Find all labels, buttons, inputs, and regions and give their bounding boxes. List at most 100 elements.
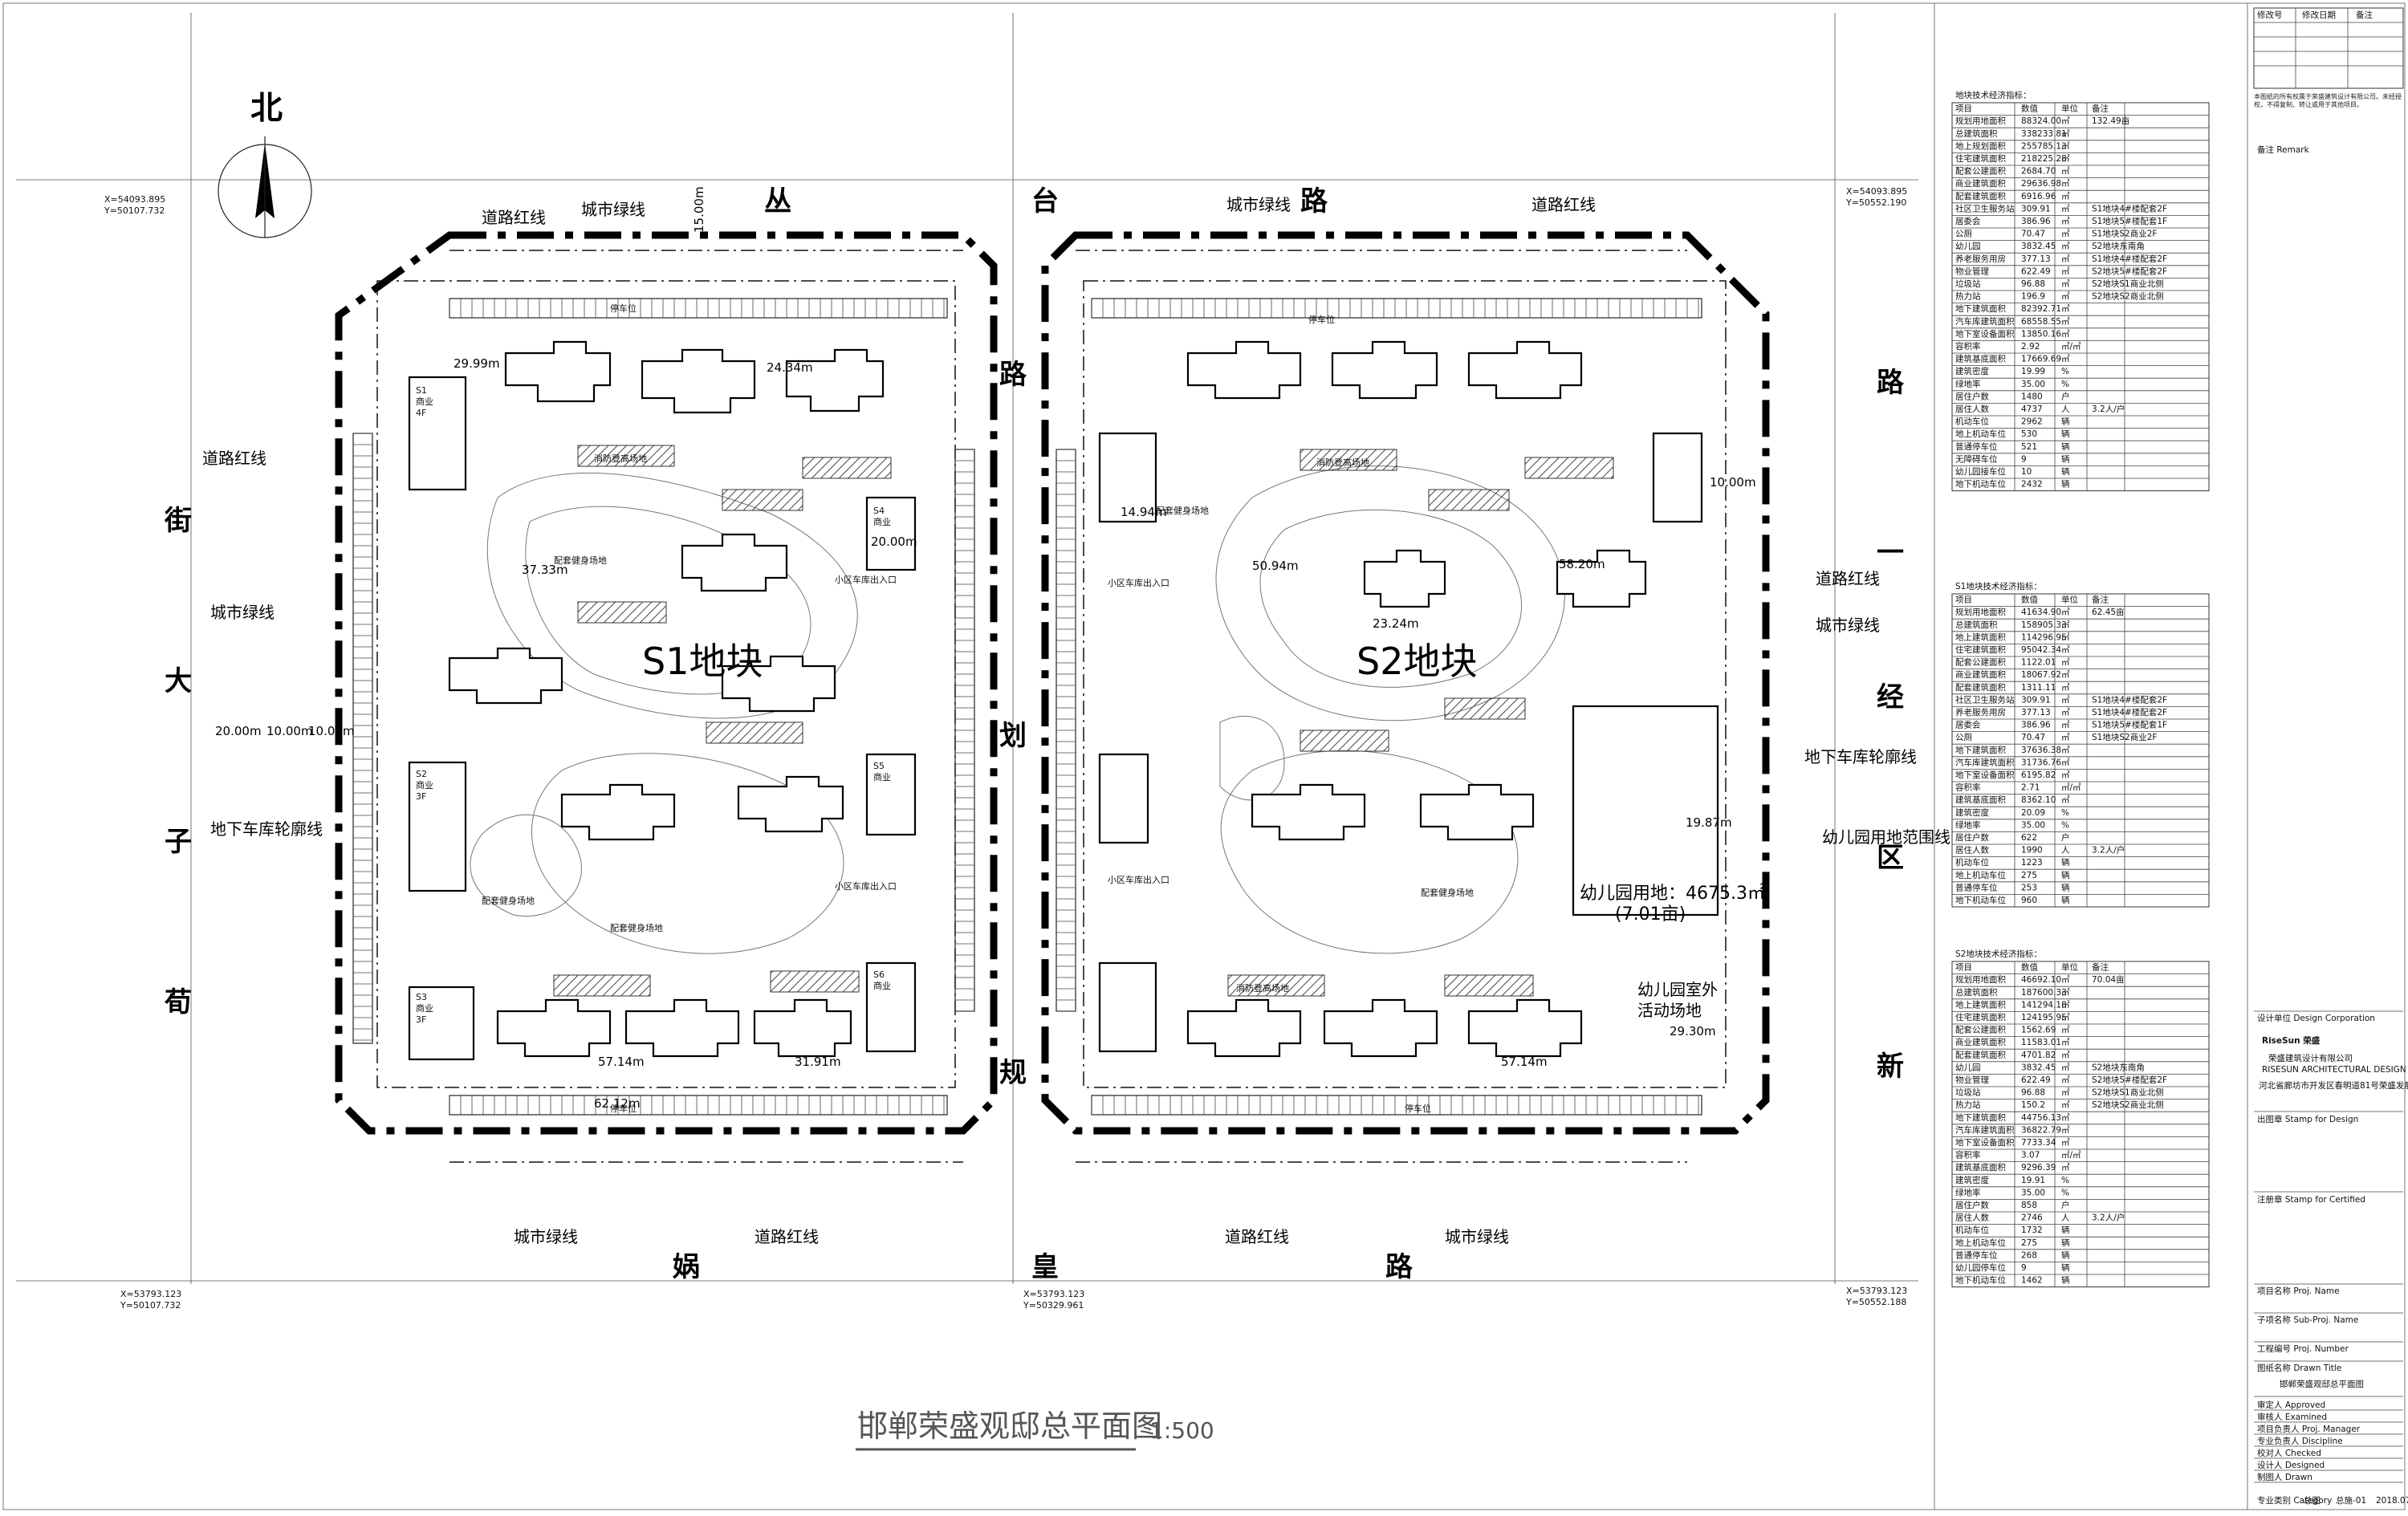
dim-w-10b: 10.00m bbox=[308, 724, 355, 738]
stamp-certified: 注册章 Stamp for Certified bbox=[2257, 1194, 2365, 1205]
t1-cell-25-0: 地上机动车位 bbox=[1955, 429, 2006, 439]
dimensions: 20.00m 10.00m 10.00m 10.00m 15.00m 29.99… bbox=[215, 186, 1756, 1111]
t3-cell-16-0: 建筑密度 bbox=[1955, 1175, 1989, 1185]
t1-cell-13-0: 垃圾站 bbox=[1955, 278, 1981, 289]
rev-head-3: 备注 bbox=[2356, 10, 2373, 20]
coord-sw-x: X=53793.123 bbox=[120, 1289, 181, 1299]
t1-cell-15-1: 82392.71 bbox=[2021, 304, 2061, 314]
t1-title: 地块技术经济指标： bbox=[1955, 90, 2032, 100]
t1-cell-6-2: ㎡ bbox=[2061, 192, 2070, 201]
road-east-5: 新 bbox=[1877, 1051, 1904, 1083]
t2-cell-21-2: 辆 bbox=[2061, 870, 2070, 880]
s1-residential-5 bbox=[448, 647, 563, 705]
tag-s1-floors: 4F bbox=[416, 408, 426, 418]
t1-cell-12-1: 622.49 bbox=[2021, 266, 2051, 276]
t3-cell-16-2: % bbox=[2061, 1176, 2069, 1185]
t2-cell-5-0: 商业建筑面积 bbox=[1955, 669, 2006, 680]
drawing-title-block: 邯郸荣盛观邸总平面图 1:500 bbox=[856, 1408, 1214, 1451]
t3-cell-1-0: 总建筑面积 bbox=[1955, 987, 1998, 998]
t1-cell-27-1: 9 bbox=[2021, 454, 2027, 464]
t1-cell-22-0: 居住户数 bbox=[1955, 391, 1989, 401]
road-names: 丛 台 路 街 大 子 荀 娲 皇 路 路 划 规 路 一 经 区 新 bbox=[164, 185, 1905, 1283]
t2-cell-17-2: % bbox=[2061, 820, 2069, 830]
t3-cell-20-2: 辆 bbox=[2061, 1225, 2070, 1235]
t3-cell-9-2: ㎡ bbox=[2061, 1088, 2070, 1098]
t2-cell-20-0: 机动车位 bbox=[1955, 857, 1989, 868]
entrance-1: 小区车库出入口 bbox=[835, 574, 897, 585]
label-green-s1: 城市绿线 bbox=[514, 1227, 578, 1246]
t1-cell-13-2: ㎡ bbox=[2061, 279, 2070, 289]
t2-cell-14-1: 2.71 bbox=[2021, 783, 2040, 793]
label-green-n1: 城市绿线 bbox=[581, 200, 645, 219]
role-3: 专业负责人 Discipline bbox=[2257, 1436, 2343, 1446]
t2-cell-4-1: 1122.01 bbox=[2021, 658, 2056, 668]
t3-cell-20-0: 机动车位 bbox=[1955, 1225, 1989, 1235]
t1-cell-4-2: ㎡ bbox=[2061, 167, 2070, 177]
t1-cell-14-1: 196.9 bbox=[2021, 292, 2045, 302]
t2-cell-20-2: 辆 bbox=[2061, 857, 2070, 868]
t3-cell-21-2: 辆 bbox=[2061, 1238, 2070, 1248]
t3-cell-12-1: 36822.79 bbox=[2021, 1125, 2061, 1135]
dim-4: 57.14m bbox=[598, 1055, 645, 1069]
t3-cell-2-1: 141294.18 bbox=[2021, 1000, 2067, 1010]
t3-cell-6-1: 4701.82 bbox=[2021, 1051, 2056, 1060]
road-west-1: 街 bbox=[164, 505, 192, 537]
s1-site-label: S1地块 bbox=[642, 640, 763, 683]
t1-cell-22-1: 1480 bbox=[2021, 392, 2043, 401]
coordinates: X=54093.895 Y=50107.732 X=54093.895 Y=50… bbox=[104, 186, 1907, 1311]
fitness-4: 配套健身场地 bbox=[1156, 505, 1209, 516]
t3-cell-3-2: ㎡ bbox=[2061, 1013, 2070, 1022]
t2-cell-1-1: 158905.33 bbox=[2021, 620, 2067, 630]
t3-cell-15-0: 建筑基底面积 bbox=[1955, 1162, 2006, 1173]
label-kindergarten-mu: (7.01亩) bbox=[1615, 904, 1686, 925]
t2-cell-18-1: 622 bbox=[2021, 833, 2037, 843]
t3-cell-21-0: 地上机动车位 bbox=[1955, 1238, 2006, 1248]
company-en: RISESUN ARCHITECTURAL DESIGN CO.,LTD bbox=[2262, 1065, 2408, 1075]
t2-cell-11-2: ㎡ bbox=[2061, 746, 2070, 755]
titleblock-note: 本图纸的所有权属于荣盛建筑设计有限公司。未经授权，不得复制、转让或用于其他项目。 bbox=[2254, 93, 2402, 108]
fitness-5: 配套健身场地 bbox=[1421, 887, 1474, 898]
t2-cell-19-1: 1990 bbox=[2021, 846, 2043, 856]
road-mid-1: 路 bbox=[999, 359, 1027, 391]
t2-cell-15-2: ㎡ bbox=[2061, 795, 2070, 805]
drawing-no: 总施-01 bbox=[2336, 1495, 2366, 1506]
t1-cell-10-0: 幼儿园 bbox=[1955, 241, 1981, 251]
t2-cell-10-0: 公厕 bbox=[1955, 733, 1972, 742]
road-north-1: 丛 bbox=[764, 185, 791, 217]
t1-cell-8-2: ㎡ bbox=[2061, 217, 2070, 226]
t2-cell-17-1: 35.00 bbox=[2021, 820, 2045, 830]
t3-cell-22-2: 辆 bbox=[2061, 1250, 2070, 1260]
t2-cell-0-3: 62.45亩 bbox=[2092, 607, 2125, 617]
drawing-date: 2018.07 bbox=[2376, 1496, 2408, 1506]
north-label: 北 bbox=[250, 90, 283, 127]
s1-commercial-s3 bbox=[408, 986, 475, 1061]
s1-residential-8 bbox=[737, 775, 844, 833]
t1-cell-0-1: 88324.00 bbox=[2021, 116, 2061, 126]
t1-cell-17-1: 13850.16 bbox=[2021, 329, 2061, 339]
t3-cell-3-0: 住宅建筑面积 bbox=[1955, 1012, 2006, 1022]
t3-cell-12-2: ㎡ bbox=[2061, 1125, 2070, 1135]
t3-cell-23-1: 9 bbox=[2021, 1263, 2027, 1273]
t3-cell-5-0: 商业建筑面积 bbox=[1955, 1037, 2006, 1047]
t3-cell-9-3: S2地块S1商业北侧 bbox=[2092, 1087, 2164, 1098]
s2-residential-3 bbox=[1467, 340, 1583, 400]
t1-cell-1-0: 总建筑面积 bbox=[1955, 128, 1998, 139]
t1-cell-12-0: 物业管理 bbox=[1955, 266, 1989, 276]
t3-cell-10-0: 热力站 bbox=[1955, 1099, 1981, 1110]
t3-cell-8-2: ㎡ bbox=[2061, 1075, 2070, 1085]
t3-cell-15-2: ㎡ bbox=[2061, 1163, 2070, 1173]
t1-cell-20-1: 19.99 bbox=[2021, 367, 2045, 376]
t3-cell-24-2: 辆 bbox=[2061, 1275, 2070, 1286]
t2-cell-14-2: ㎡/㎡ bbox=[2061, 783, 2081, 793]
t3-cell-4-2: ㎡ bbox=[2061, 1026, 2070, 1035]
role-2: 项目负责人 Proj. Manager bbox=[2257, 1424, 2361, 1434]
parking-n2: 停车位 bbox=[1308, 314, 1335, 325]
proj-no-label: 工程编号 Proj. Number bbox=[2257, 1343, 2349, 1354]
label-green-e: 城市绿线 bbox=[1816, 616, 1880, 635]
entrance-4: 小区车库出入口 bbox=[1108, 874, 1169, 885]
t2-cell-8-0: 养老服务用房 bbox=[1955, 707, 2006, 717]
t2-title: S1地块技术经济指标： bbox=[1955, 581, 2042, 591]
parking-s2: 停车位 bbox=[1405, 1103, 1431, 1114]
dim-12: 29.30m bbox=[1670, 1024, 1716, 1038]
tag-s5-id: S5 bbox=[873, 761, 885, 771]
